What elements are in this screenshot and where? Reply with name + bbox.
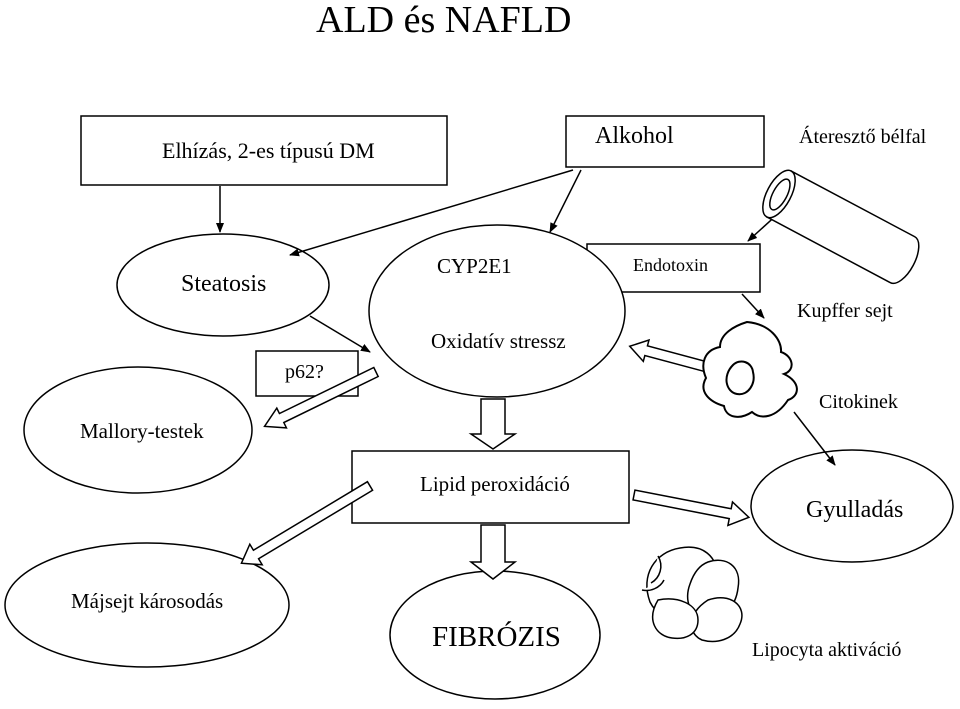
alcohol-box — [565, 115, 765, 168]
lipid-to-fibrosis-block-arrow — [468, 524, 518, 580]
intestine-tube-icon — [762, 169, 920, 285]
inflammation-label: Gyulladás — [806, 497, 904, 523]
oxidative-stress-label: Oxidatív stressz — [431, 329, 566, 353]
hepatocyte-damage-ellipse — [4, 542, 290, 668]
inflammation-ellipse — [750, 449, 954, 563]
lipid-peroxidation-label: Lipid peroxidáció — [420, 472, 570, 496]
alcohol-label: Alkohol — [595, 123, 674, 149]
endotoxin-label: Endotoxin — [633, 255, 708, 275]
mallory-bodies-label: Mallory-testek — [80, 419, 204, 443]
kupffer-cell-icon — [702, 320, 798, 418]
leaky-gut-label-suffix: bélfal — [875, 126, 927, 148]
lipid-to-inflammation-block-arrow — [632, 489, 751, 527]
fibrosis-label: FIBRÓZIS — [432, 621, 561, 653]
lipocyte-icon — [641, 546, 743, 643]
cyp2e1-label: CYP2E1 — [437, 254, 512, 278]
leaky-gut-label-prefix: Áteresztő — [799, 126, 876, 148]
mallory-ellipse — [23, 366, 253, 494]
block-arrows — [240, 338, 751, 580]
p62-to-mallory-block-arrow — [263, 366, 380, 429]
kupffer-to-oxstress-block-arrow — [628, 338, 710, 373]
steatosis-ellipse — [116, 233, 330, 337]
lipid-peroxidation-box — [351, 450, 630, 524]
oxidative-stress-ellipse — [368, 224, 626, 398]
kupffer-cell-label: Kupffer sejt — [797, 300, 893, 322]
lipid-to-hepatocyte-block-arrow — [240, 480, 374, 566]
obesity-label: Elhízás, 2-es típusú DM — [162, 138, 375, 163]
leaky-gut-label: Áteresztő bélfal — [799, 127, 926, 147]
cytokines-label: Citokinek — [819, 391, 898, 413]
p62-label: p62? — [285, 361, 324, 383]
obesity-box — [80, 115, 448, 186]
lipocyte-activation-label: Lipocyta aktiváció — [752, 639, 902, 661]
steatosis-label: Steatosis — [181, 271, 267, 297]
alcohol-to-steatosis-arrow — [289, 169, 574, 257]
kupffer-to-inflammation-arrow — [793, 411, 836, 466]
thin-arrows — [216, 169, 836, 466]
hepatocyte-damage-label: Májsejt károsodás — [71, 589, 224, 613]
oxstress-to-lipid-block-arrow — [468, 398, 518, 450]
alcohol-to-oxstress-arrow — [549, 169, 582, 233]
diagram-title: ALD és NAFLD — [316, 0, 572, 41]
steatosis-to-oxstress-arrow — [309, 315, 371, 353]
endotoxin-to-kupffer-arrow — [741, 293, 765, 319]
